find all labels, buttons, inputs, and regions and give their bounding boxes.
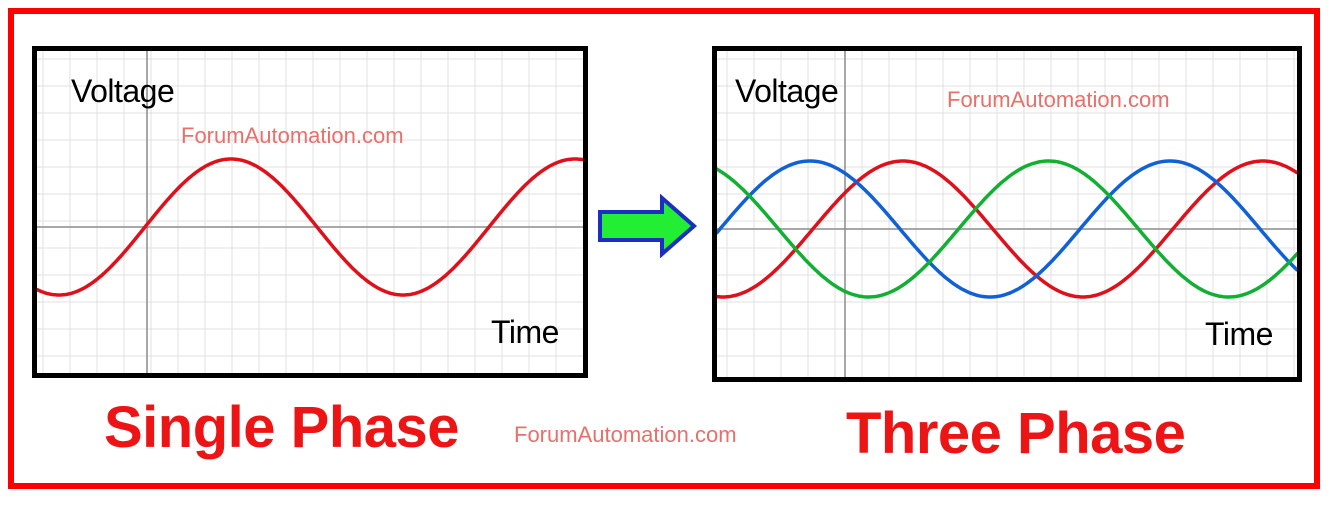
single-phase-title: Single Phase xyxy=(104,395,460,460)
three-phase-title: Three Phase xyxy=(846,401,1186,466)
right-arrow-icon xyxy=(598,194,698,258)
single-phase-grid xyxy=(37,51,583,373)
phase-green-waveform xyxy=(717,159,1297,299)
three-phase-plot xyxy=(717,51,1297,377)
red-border-frame xyxy=(8,8,1320,489)
single-phase-waveform xyxy=(37,157,583,297)
three-phase-graph: Voltage ForumAutomation.com Time xyxy=(712,46,1302,382)
phase-red-waveform xyxy=(717,159,1297,299)
single-phase-watermark: ForumAutomation.com xyxy=(181,123,404,148)
three-phase-grid xyxy=(717,51,1297,377)
footer-watermark: ForumAutomation.com xyxy=(514,422,737,447)
three-phase-voltage-label: Voltage xyxy=(735,73,839,109)
phase-blue-waveform xyxy=(717,159,1297,299)
three-phase-time-label: Time xyxy=(1205,316,1273,352)
three-phase-watermark: ForumAutomation.com xyxy=(947,87,1170,112)
single-phase-voltage-label: Voltage xyxy=(71,73,175,109)
single-phase-time-label: Time xyxy=(491,314,559,350)
single-phase-plot xyxy=(37,51,583,373)
single-phase-graph: Voltage ForumAutomation.com Time xyxy=(32,46,588,378)
